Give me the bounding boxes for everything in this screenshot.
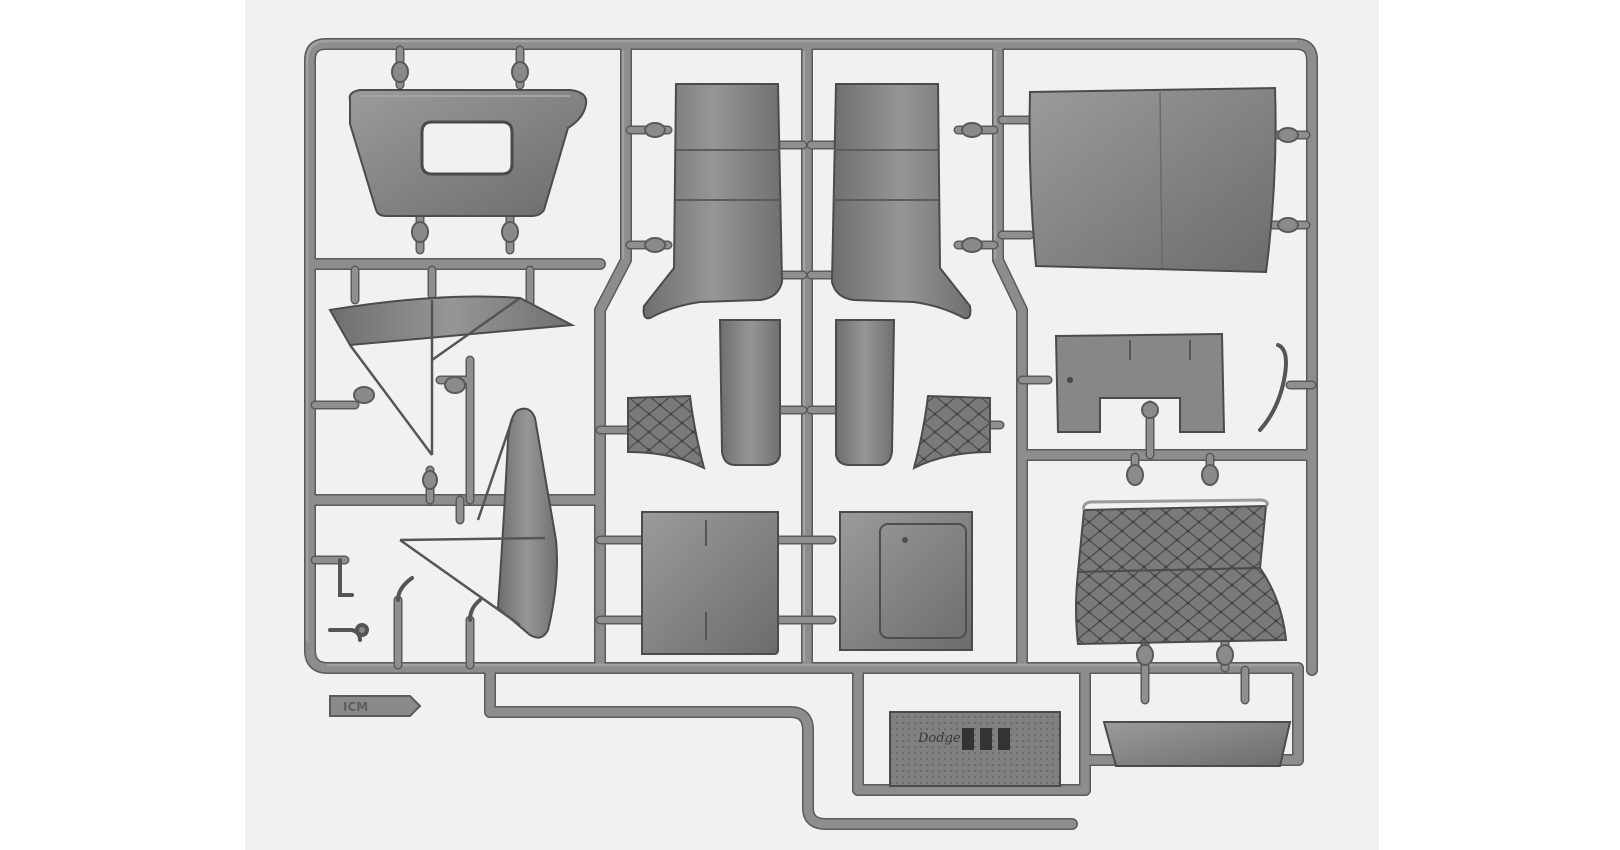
part-curved-rod bbox=[1258, 343, 1288, 432]
part-quilted-corner-left bbox=[627, 394, 706, 470]
part-bench-seat bbox=[1075, 498, 1288, 646]
sprue-frame bbox=[304, 38, 1318, 830]
sprue-tag: ICM bbox=[329, 695, 422, 717]
part-tray bbox=[1102, 721, 1292, 767]
part-small-handles bbox=[328, 558, 482, 642]
gate-stubs bbox=[310, 45, 1317, 705]
part-awning bbox=[328, 295, 576, 456]
part-door-left bbox=[641, 511, 779, 655]
part-top-panel bbox=[348, 89, 588, 217]
part-fender-left bbox=[642, 83, 784, 466]
part-quilted-corner-right bbox=[912, 394, 991, 470]
part-fender-right bbox=[830, 83, 972, 466]
part-firewall bbox=[1054, 332, 1226, 433]
sprue-tag-text: ICM bbox=[343, 700, 368, 714]
part-side-brace bbox=[399, 407, 558, 639]
part-grille-panel: Dodge bbox=[889, 711, 1061, 787]
part-door-right bbox=[839, 511, 973, 651]
engraved-logo: Dodge bbox=[917, 731, 961, 746]
part-floor-panel bbox=[1028, 86, 1277, 274]
